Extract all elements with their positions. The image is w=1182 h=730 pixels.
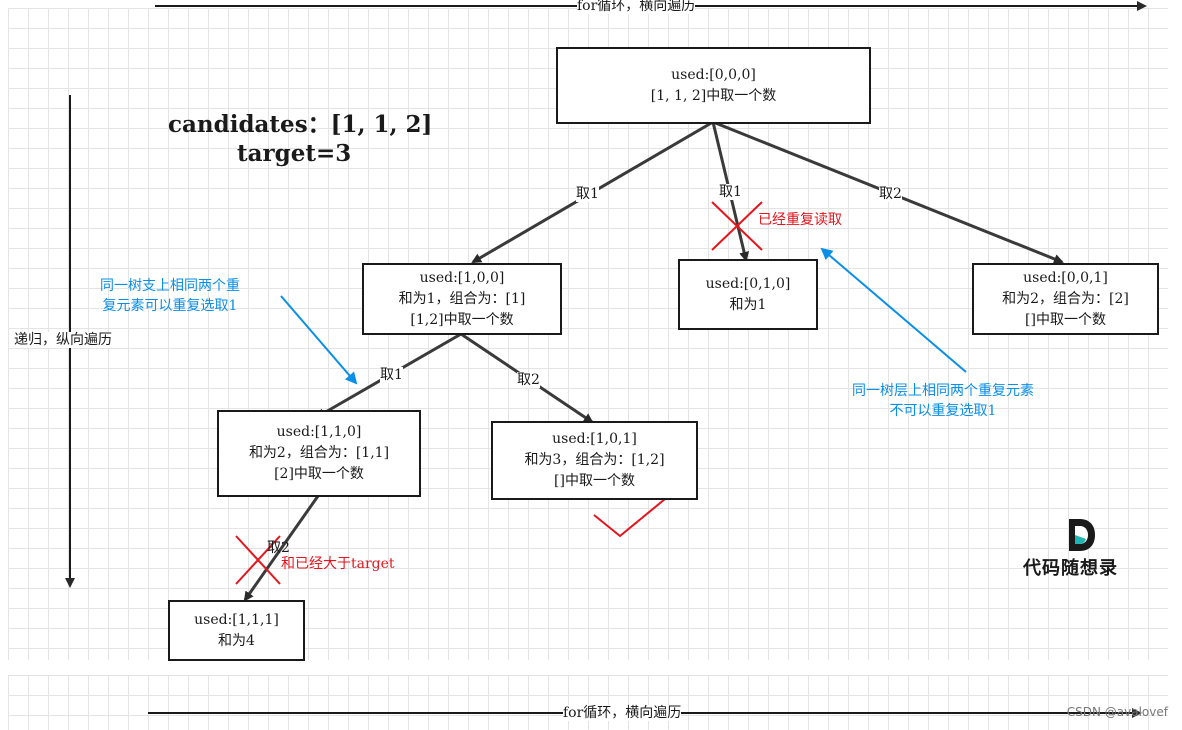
branch-note-line1: 同一树支上相同两个重 xyxy=(100,278,240,294)
tree-node-f: used:[1,1,1] 和为4 xyxy=(168,600,305,661)
node-pick: []中取一个数 xyxy=(554,473,635,489)
bottom-axis-label: for循环，横向遍历 xyxy=(563,705,682,721)
edge-label-root-b: 取1 xyxy=(719,184,742,200)
node-sum: 和为3，组合为：[1,2] xyxy=(524,452,665,468)
duplicate-note: 已经重复读取 xyxy=(758,212,842,228)
node-sum: 和为2，组合为：[1,1] xyxy=(248,445,390,461)
node-used: used:[1,1,1] xyxy=(194,611,279,628)
node-sum: 和为1，组合为：[1] xyxy=(398,290,526,307)
blue-arrow-branch xyxy=(280,295,358,385)
layer-note-line2: 不可以重复选取1 xyxy=(889,403,997,419)
node-used: used:[0,1,0] xyxy=(705,275,791,292)
tree-node-e: used:[1,0,1] 和为3，组合为：[1,2] []中取一个数 xyxy=(491,421,698,500)
tree-node-b: used:[0,1,0] 和为1 xyxy=(678,259,818,330)
tree-node-a: used:[1,0,0] 和为1，组合为：[1] [1,2]中取一个数 xyxy=(362,263,562,335)
edge-label-root-c: 取2 xyxy=(879,186,902,202)
blue-arrow-layer xyxy=(820,247,967,373)
node-pick: []中取一个数 xyxy=(1025,311,1106,328)
target-title: target=3 xyxy=(237,140,352,167)
edge-label-d-f: 取2 xyxy=(267,540,290,556)
node-sum: 和为1 xyxy=(729,296,767,313)
node-used: used:[0,0,1] xyxy=(1023,269,1108,286)
edge-label-root-a: 取1 xyxy=(576,186,599,202)
node-pick: [2]中取一个数 xyxy=(274,466,364,482)
node-used: used:[1,0,0] xyxy=(419,269,505,286)
node-pick: [1,2]中取一个数 xyxy=(410,311,514,328)
tree-node-c: used:[0,0,1] 和为2，组合为：[2] []中取一个数 xyxy=(972,263,1159,335)
node-sum: 和为2，组合为：[2] xyxy=(1002,290,1129,307)
watermark: CSDN @avalovef xyxy=(1066,705,1168,719)
brand-logo: 代码随想录 xyxy=(1023,514,1143,584)
edge-label-a-d: 取1 xyxy=(380,367,403,383)
exceeded-note: 和已经大于target xyxy=(281,556,395,572)
node-used: used:[0,0,0] xyxy=(671,66,756,83)
cross-mark-exceeded xyxy=(235,535,281,585)
node-used: used:[1,1,0] xyxy=(276,424,362,440)
tree-node-root: used:[0,0,0] [1, 1, 2]中取一个数 xyxy=(556,47,871,124)
check-mark xyxy=(593,484,683,538)
tree-node-d: used:[1,1,0] 和为2，组合为：[1,1] [2]中取一个数 xyxy=(217,410,421,497)
left-axis-label: 递归，纵向遍历 xyxy=(14,332,112,348)
edge-d-f xyxy=(243,495,320,602)
logo-text: 代码随想录 xyxy=(1023,558,1118,579)
edge-label-a-e: 取2 xyxy=(517,372,540,388)
candidates-title: candidates：[1, 1, 2] xyxy=(168,111,433,138)
cross-mark-duplicate xyxy=(711,201,763,251)
node-pick: [1, 1, 2]中取一个数 xyxy=(650,87,777,104)
node-used: used:[1,0,1] xyxy=(552,431,637,447)
branch-note-line2: 复元素可以重复选取1 xyxy=(102,298,238,314)
layer-note-line1: 同一树层上相同两个重复元素 xyxy=(852,383,1034,399)
layer-note: 同一树层上相同两个重复元素 不可以重复选取1 xyxy=(852,381,1034,421)
branch-note: 同一树支上相同两个重 复元素可以重复选取1 xyxy=(100,276,240,316)
top-axis-label: for循环，横向遍历 xyxy=(577,0,696,14)
logo-d-icon xyxy=(1069,519,1095,551)
node-sum: 和为4 xyxy=(218,632,255,649)
